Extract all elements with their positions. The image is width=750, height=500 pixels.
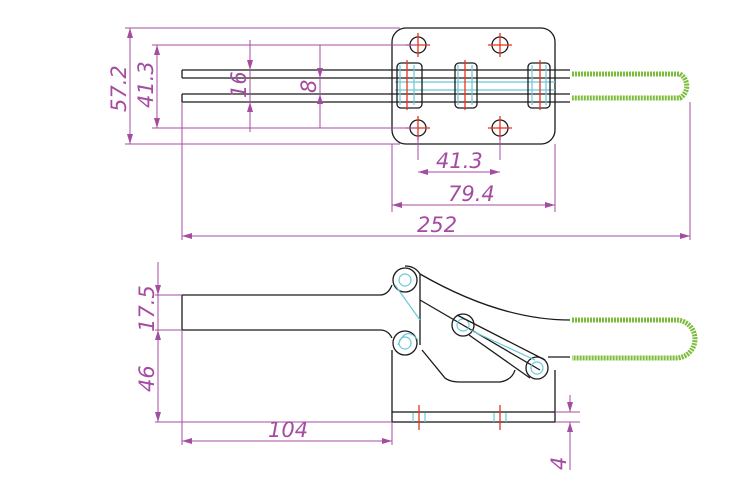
side-view: 17.5 46 104 4 [135,262,698,470]
dim-104: 104 [268,418,308,442]
link [456,314,546,379]
pin-slots [396,60,551,110]
side-dimensions: 17.5 46 104 4 [135,262,580,470]
dim-4: 4 [547,457,571,470]
pivot-pins [392,267,549,380]
base-plate [391,27,556,145]
handle-grip-side [572,317,698,361]
base-plate-side [391,411,556,423]
dim-57-2: 57.2 [107,65,131,112]
dim-41-3-vertical: 41.3 [134,61,158,108]
dim-79-4: 79.4 [448,182,495,206]
dim-17-5: 17.5 [135,285,159,332]
dim-252: 252 [417,213,457,237]
dim-46: 46 [135,365,159,392]
top-dimensions: 57.2 41.3 16 8 41.3 79.4 252 [107,27,691,240]
top-view: 57.2 41.3 16 8 41.3 79.4 252 [107,27,691,240]
dim-8: 8 [297,80,321,93]
handle-grip [572,71,690,101]
dim-41-3-horizontal: 41.3 [436,149,483,173]
clamp-arm [181,284,393,412]
handle-lever [404,265,571,412]
dim-16: 16 [227,71,251,98]
